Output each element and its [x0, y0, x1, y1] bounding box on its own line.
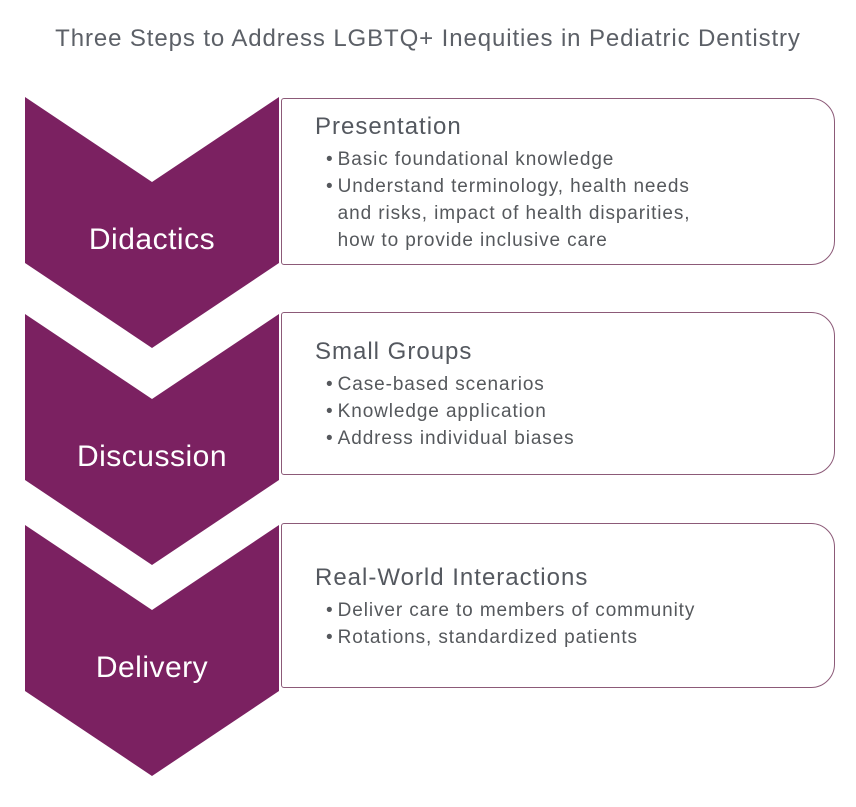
bullet-dot-icon	[326, 173, 333, 200]
bullet-line: Deliver care to members of community	[337, 599, 696, 621]
bullet-line: Case-based scenarios	[337, 374, 545, 395]
chevron-down-shape	[25, 525, 279, 776]
panel-real-world-interactions: Real-World Interactions Deliver care to …	[281, 523, 835, 688]
bullet-dot-icon	[326, 597, 333, 624]
step-label: Discussion	[76, 440, 228, 473]
diagram-title: Three Steps to Address LGBTQ+ Inequities…	[55, 25, 801, 52]
panel-small-groups: Small Groups Case-based scenarios Knowle…	[281, 312, 835, 475]
step-label: Didactics	[88, 223, 216, 256]
bullet-item: Deliver care to members of community	[326, 597, 818, 624]
panel-heading: Presentation	[315, 112, 462, 140]
bullet-line: Rotations, standardized patients	[337, 626, 638, 648]
bullet-line: Understand terminology, health needs	[337, 175, 690, 197]
chevron-step-didactics: Didactics	[25, 97, 279, 348]
bullet-dot-icon	[326, 146, 333, 173]
bullet-dot-icon	[326, 371, 333, 398]
chevron-down-shape	[25, 97, 279, 348]
chevron-step-delivery: Delivery	[25, 525, 279, 776]
bullet-item: Case-based scenarios	[326, 371, 818, 398]
bullet-item: Understand terminology, health needs and…	[326, 173, 818, 254]
panel-presentation: Presentation Basic foundational knowledg…	[281, 98, 835, 265]
bullet-item: Knowledge application	[326, 398, 818, 425]
panel-heading: Real-World Interactions	[315, 563, 589, 591]
bullet-dot-icon	[326, 624, 333, 651]
bullet-item: Address individual biases	[326, 425, 818, 452]
bullet-line: and risks, impact of health disparities,	[337, 202, 691, 224]
chevron-step-discussion: Discussion	[25, 314, 279, 565]
bullet-line: Address individual biases	[337, 428, 575, 449]
bullet-item: Basic foundational knowledge	[326, 146, 818, 173]
panel-heading: Small Groups	[315, 338, 473, 365]
chevron-down-shape	[25, 314, 279, 565]
bullet-line: Knowledge application	[337, 401, 547, 422]
bullet-line: how to provide inclusive care	[337, 229, 608, 251]
bullet-dot-icon	[326, 398, 333, 425]
bullet-dot-icon	[326, 425, 333, 452]
bullet-item: Rotations, standardized patients	[326, 624, 818, 651]
bullet-line: Basic foundational knowledge	[337, 148, 615, 170]
step-label: Delivery	[95, 651, 209, 684]
